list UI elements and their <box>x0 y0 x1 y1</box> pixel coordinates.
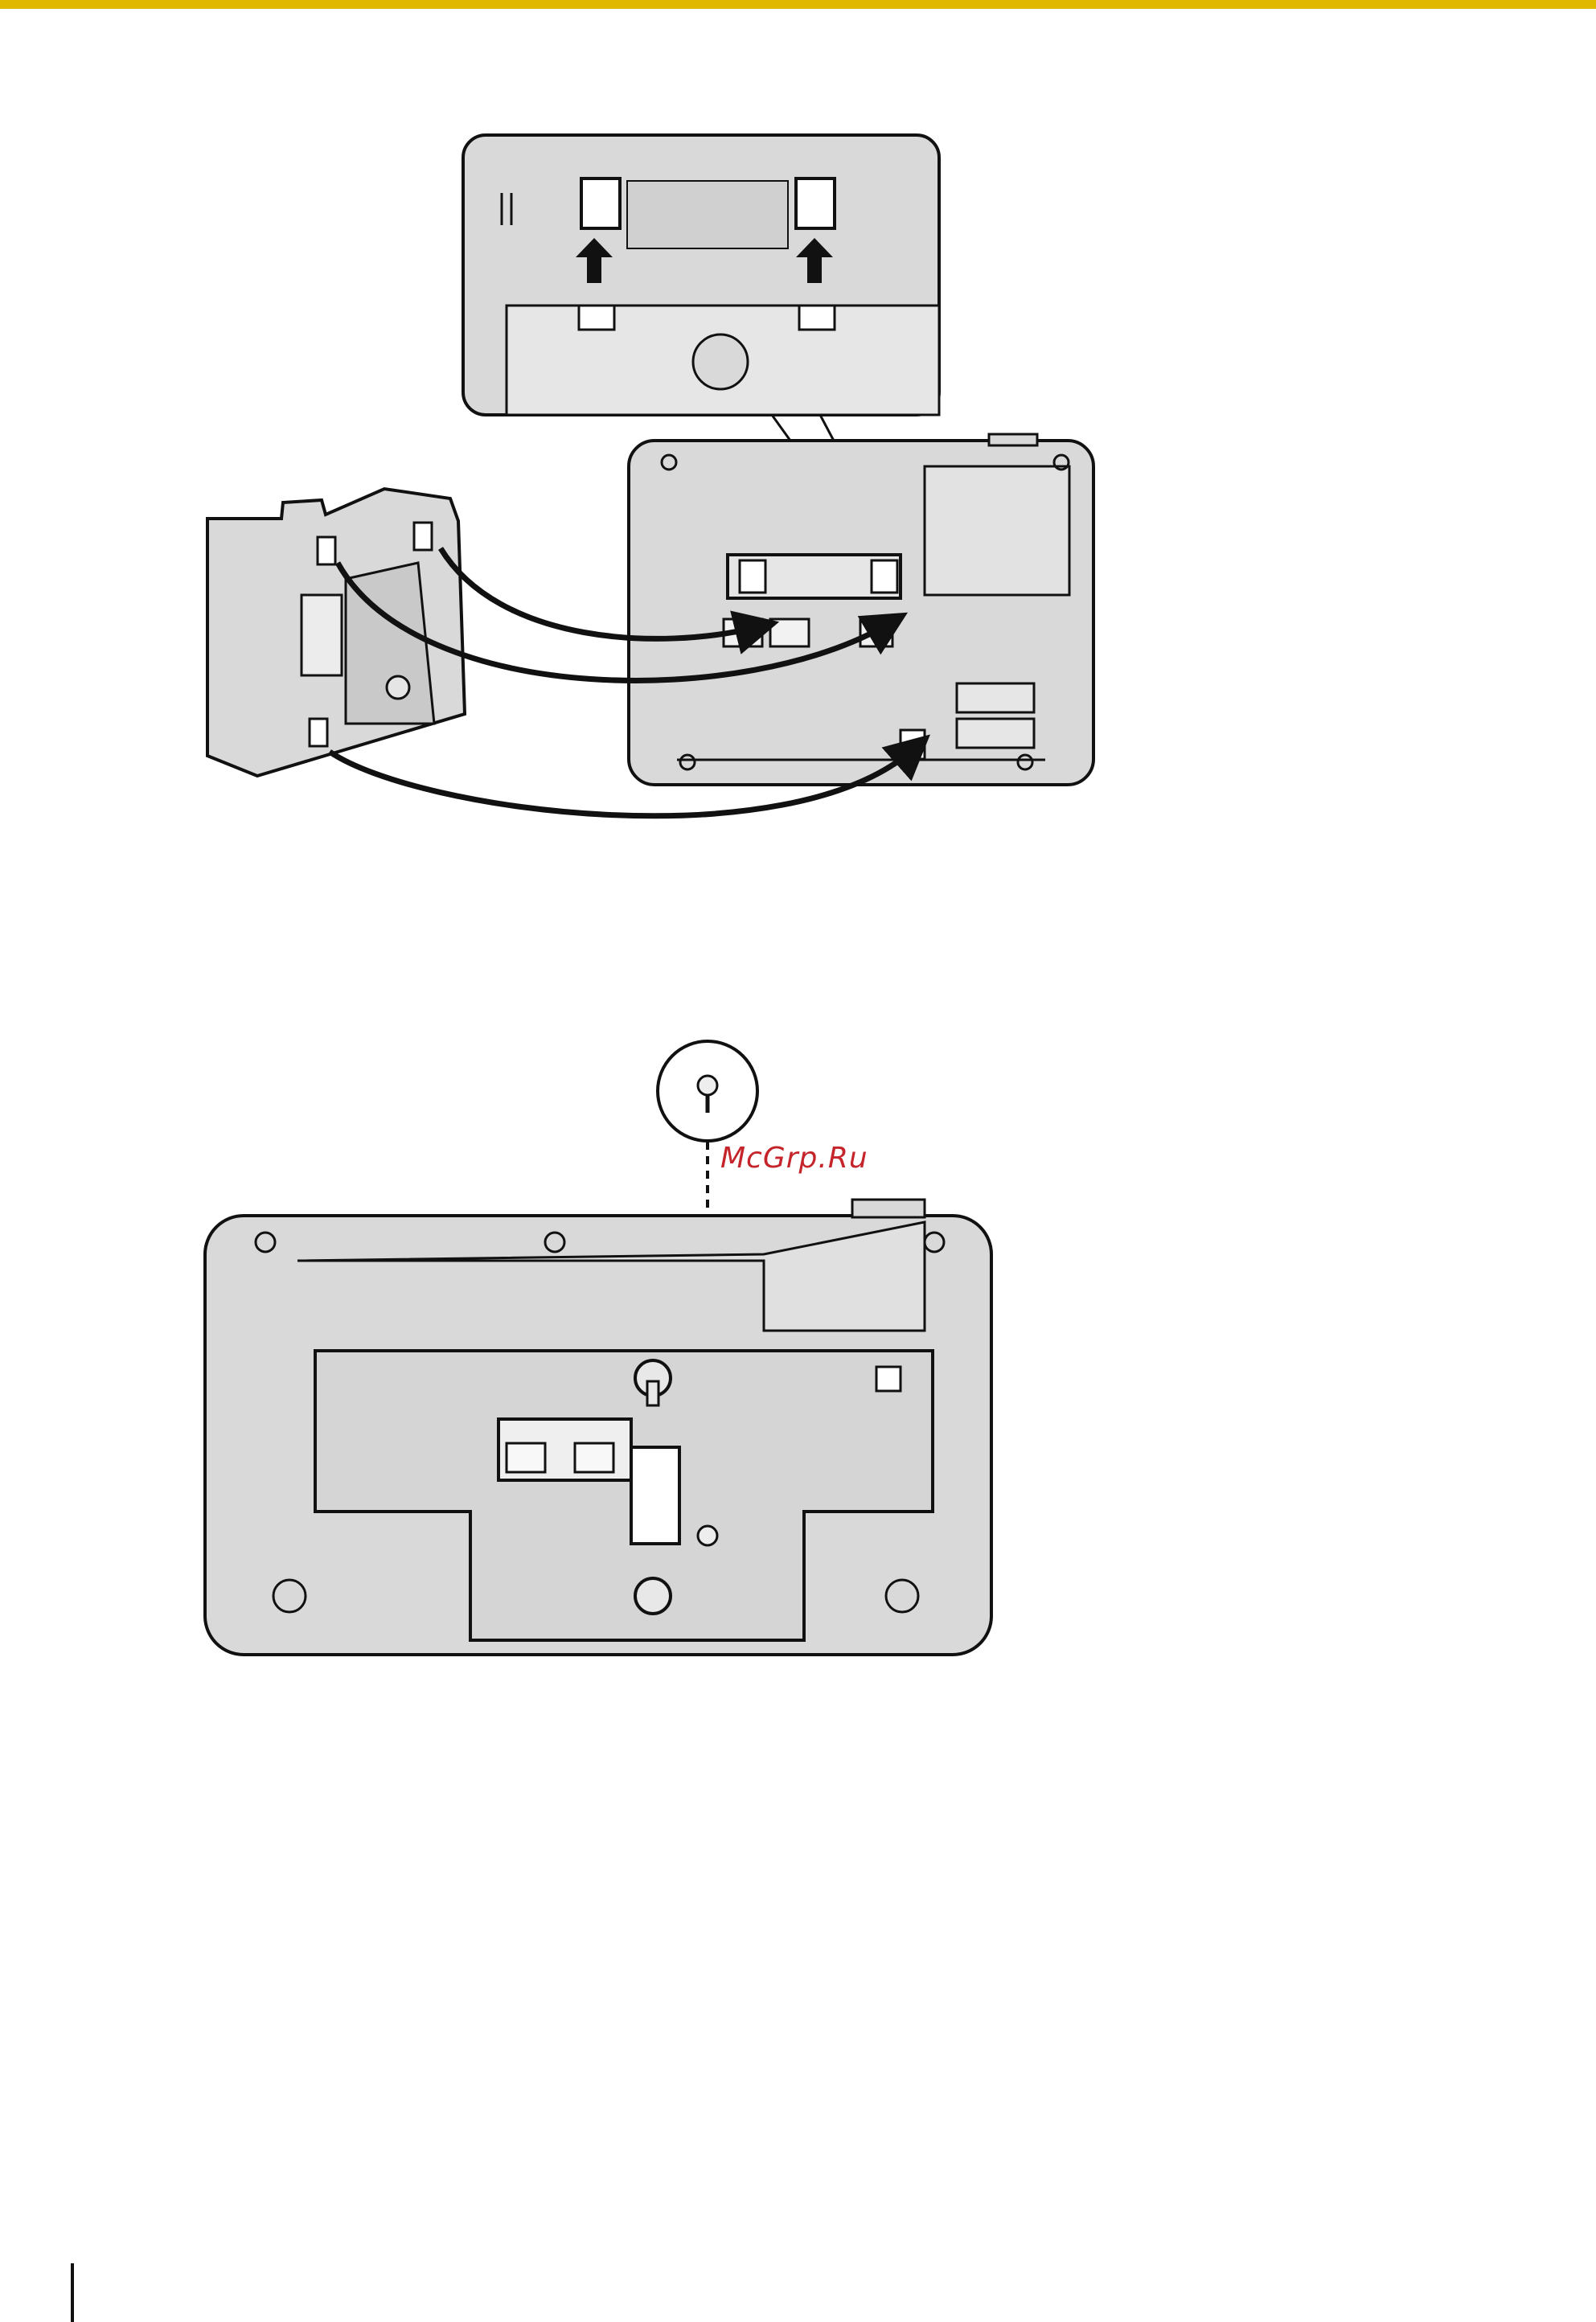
inset-detail <box>463 135 939 415</box>
latch-right-tab <box>796 178 835 228</box>
latch-left-tab <box>581 178 620 228</box>
watermark-text: McGrp.Ru <box>720 1142 868 1175</box>
desk-stand <box>207 489 465 776</box>
jack-icon <box>575 1443 613 1472</box>
jack-icon <box>770 619 809 646</box>
figure-wall-mount <box>205 1041 991 1655</box>
jack-icon <box>507 1443 545 1472</box>
phone-base-bottom <box>629 434 1093 785</box>
screw-icon <box>698 1076 717 1095</box>
page-margin-rule <box>71 2263 74 2322</box>
